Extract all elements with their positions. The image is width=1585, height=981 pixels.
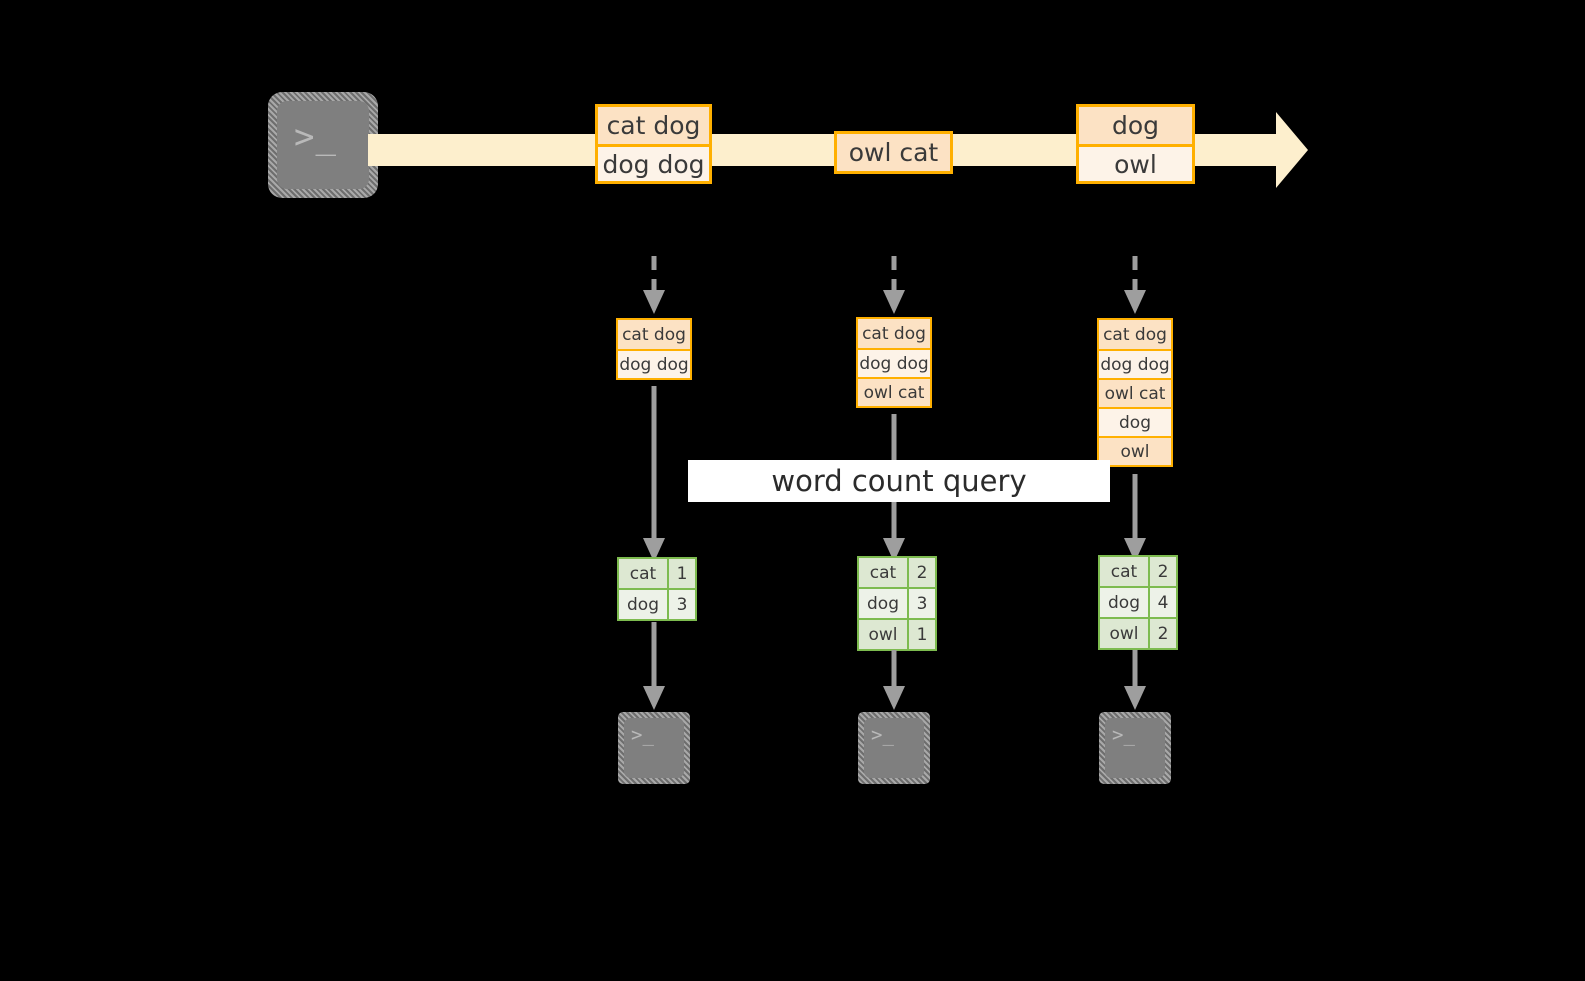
accumulated-line: owl cat xyxy=(858,377,930,406)
stream-record-line: dog xyxy=(1079,107,1192,144)
query-label-text: word count query xyxy=(771,464,1027,498)
sink-connector-3 xyxy=(1121,650,1149,714)
stream-arrow-head-icon xyxy=(1246,112,1308,188)
stream-record-line: cat dog xyxy=(598,107,709,144)
result-count: 2 xyxy=(907,558,935,587)
result-count: 1 xyxy=(667,559,695,588)
result-row: cat 1 xyxy=(619,559,695,588)
accumulated-line: cat dog xyxy=(1099,320,1171,349)
sink-terminal-icon-1: >_ xyxy=(618,712,690,784)
terminal-prompt-glyph: >_ xyxy=(1112,724,1135,746)
sink-connector-1 xyxy=(640,622,668,714)
result-count: 3 xyxy=(667,590,695,619)
stream-record-line: dog dog xyxy=(598,144,709,181)
accumulated-stream-1: cat dog dog dog xyxy=(616,318,692,380)
result-table-2: cat 2 dog 3 owl 1 xyxy=(857,556,937,651)
query-connector-3 xyxy=(1121,474,1149,566)
accumulated-line: cat dog xyxy=(618,320,690,349)
accumulated-line: dog dog xyxy=(1099,349,1171,378)
source-terminal-icon: >_ xyxy=(268,92,378,198)
terminal-prompt-glyph: >_ xyxy=(294,117,337,157)
result-row: dog 4 xyxy=(1100,586,1176,617)
terminal-prompt-glyph: >_ xyxy=(871,724,894,746)
result-count: 2 xyxy=(1148,557,1176,586)
sink-connector-2 xyxy=(880,650,908,714)
result-word: cat xyxy=(859,558,907,587)
query-connector-1 xyxy=(640,386,668,566)
query-label-banner: word count query xyxy=(688,460,1110,502)
result-word: owl xyxy=(859,620,907,649)
accumulated-line: cat dog xyxy=(858,319,930,348)
accumulated-line: owl xyxy=(1099,436,1171,465)
terminal-screen xyxy=(1105,718,1165,778)
stream-record-line: owl cat xyxy=(837,134,950,171)
terminal-screen xyxy=(864,718,924,778)
stream-record-group-1: cat dog dog dog xyxy=(595,104,712,184)
result-word: owl xyxy=(1100,619,1148,648)
dashed-connector-2 xyxy=(880,256,908,318)
result-word: cat xyxy=(1100,557,1148,586)
accumulated-line: dog dog xyxy=(618,349,690,378)
result-table-3: cat 2 dog 4 owl 2 xyxy=(1098,555,1178,650)
result-word: dog xyxy=(1100,588,1148,617)
result-word: dog xyxy=(619,590,667,619)
stream-record-group-2: owl cat xyxy=(834,131,953,174)
result-word: dog xyxy=(859,589,907,618)
stream-record-group-3: dog owl xyxy=(1076,104,1195,184)
result-word: cat xyxy=(619,559,667,588)
result-table-1: cat 1 dog 3 xyxy=(617,557,697,621)
result-row: owl 2 xyxy=(1100,617,1176,648)
accumulated-stream-2: cat dog dog dog owl cat xyxy=(856,317,932,408)
result-row: dog 3 xyxy=(619,588,695,619)
result-count: 1 xyxy=(907,620,935,649)
accumulated-line: dog dog xyxy=(858,348,930,377)
result-row: dog 3 xyxy=(859,587,935,618)
result-count: 2 xyxy=(1148,619,1176,648)
result-row: owl 1 xyxy=(859,618,935,649)
terminal-screen xyxy=(277,101,369,189)
accumulated-line: owl cat xyxy=(1099,378,1171,407)
accumulated-line: dog xyxy=(1099,407,1171,436)
result-count: 4 xyxy=(1148,588,1176,617)
terminal-screen xyxy=(624,718,684,778)
dashed-connector-3 xyxy=(1121,256,1149,318)
terminal-prompt-glyph: >_ xyxy=(631,724,654,746)
sink-terminal-icon-2: >_ xyxy=(858,712,930,784)
result-row: cat 2 xyxy=(859,558,935,587)
result-row: cat 2 xyxy=(1100,557,1176,586)
sink-terminal-icon-3: >_ xyxy=(1099,712,1171,784)
result-count: 3 xyxy=(907,589,935,618)
accumulated-stream-3: cat dog dog dog owl cat dog owl xyxy=(1097,318,1173,467)
dashed-connector-1 xyxy=(640,256,668,318)
stream-record-line: owl xyxy=(1079,144,1192,181)
